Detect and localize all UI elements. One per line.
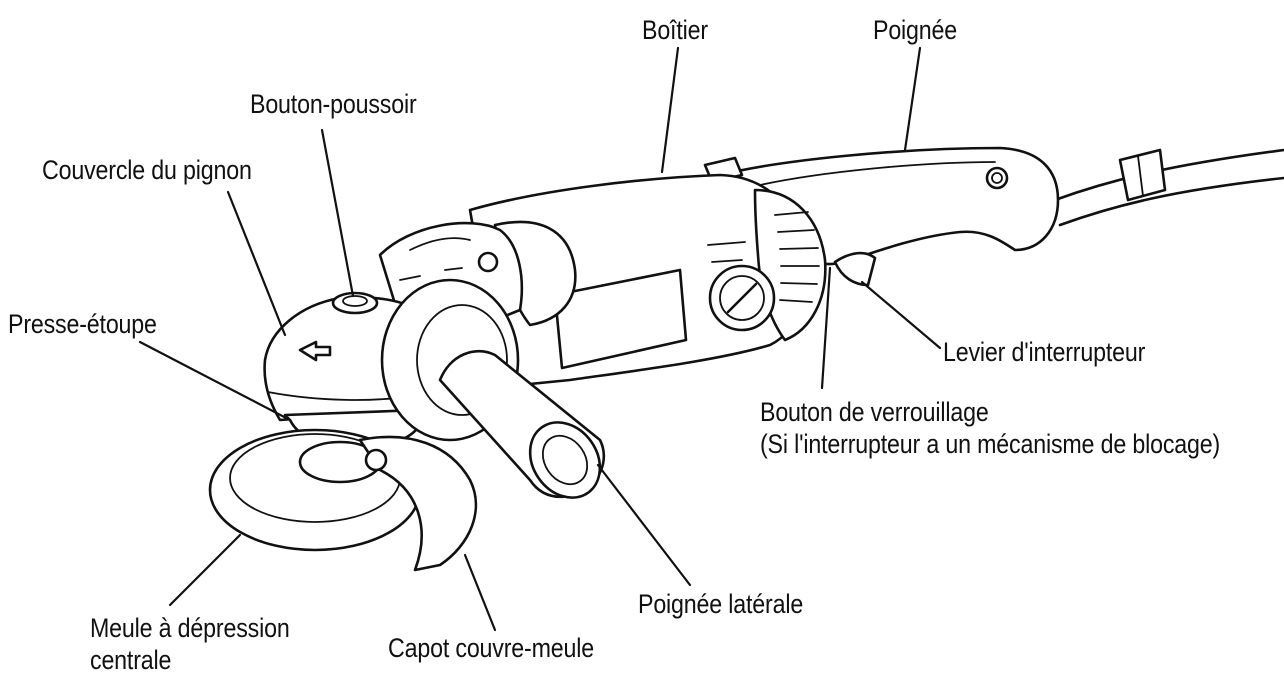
wheel-guard <box>358 435 478 572</box>
label-levier-interrupteur: Levier d'interrupteur <box>943 337 1146 367</box>
wheel-assembly <box>208 428 478 572</box>
label-poignee: Poignée <box>873 15 958 45</box>
label-plate <box>553 268 688 370</box>
label-capot: Capot couvre-meule <box>388 633 594 663</box>
side-handle <box>380 278 606 499</box>
label-bouton-verrouillage: Bouton de verrouillage <box>760 397 989 427</box>
leader-bouton-poussoir <box>320 128 355 298</box>
label-boitier: Boîtier <box>642 15 708 45</box>
power-cord <box>1053 148 1284 227</box>
label-meule: Meule à dépression <box>90 613 290 643</box>
label-bouton-poussoir: Bouton-poussoir <box>250 89 417 119</box>
direction-arrow-icon <box>298 340 332 362</box>
motor-housing <box>468 173 827 387</box>
label-presse-etoupe: Presse-étoupe <box>8 309 157 339</box>
handle-screw-icon <box>985 166 1009 190</box>
switch-lever <box>833 251 877 287</box>
label-meule-centrale: centrale <box>90 645 172 675</box>
leader-poignee-laterale <box>596 463 692 587</box>
leader-levier <box>860 280 942 350</box>
label-poignee-laterale: Poignée latérale <box>638 589 804 619</box>
leader-couvercle <box>226 190 287 337</box>
leader-boitier <box>660 46 680 174</box>
leader-capot <box>463 553 497 632</box>
label-couvercle-pignon: Couvercle du pignon <box>42 155 252 185</box>
leader-presse-etoupe <box>138 340 292 422</box>
leader-lines <box>138 46 942 632</box>
leader-poignee <box>903 46 922 152</box>
label-bouton-verrouillage-note: (Si l'interrupteur a un mécanisme de blo… <box>760 429 1221 459</box>
leader-meule <box>168 533 242 607</box>
leader-verrouillage <box>820 266 832 390</box>
